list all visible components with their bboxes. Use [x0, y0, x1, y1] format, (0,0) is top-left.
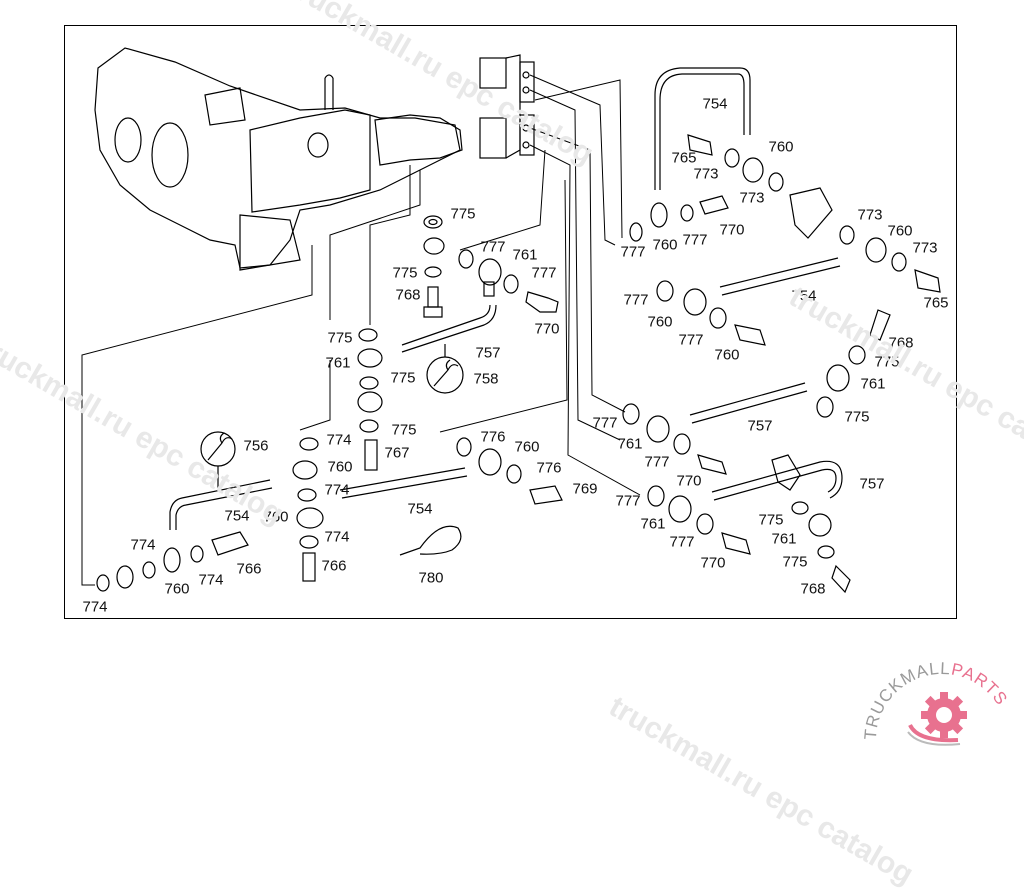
callout-754[interactable]: 754 — [702, 95, 728, 113]
callout-774[interactable]: 774 — [130, 536, 156, 554]
truckmall-parts-logo[interactable]: TRUCKMALLPARTS — [858, 650, 1024, 750]
callout-765[interactable]: 765 — [671, 149, 697, 167]
callout-774[interactable]: 774 — [198, 571, 224, 589]
callout-768[interactable]: 768 — [888, 334, 914, 352]
callout-760[interactable]: 760 — [327, 458, 353, 476]
callout-757[interactable]: 757 — [475, 344, 501, 362]
callout-760[interactable]: 760 — [887, 222, 913, 240]
callout-754[interactable]: 754 — [224, 507, 250, 525]
callout-776[interactable]: 776 — [536, 459, 562, 477]
callout-775[interactable]: 775 — [450, 205, 476, 223]
callout-770[interactable]: 770 — [700, 554, 726, 572]
callout-754[interactable]: 754 — [407, 500, 433, 518]
callout-774[interactable]: 774 — [82, 598, 108, 616]
callout-775[interactable]: 775 — [758, 511, 784, 529]
callout-760[interactable]: 760 — [514, 438, 540, 456]
callout-777[interactable]: 777 — [615, 492, 641, 510]
wrench-icon-756 — [200, 431, 236, 488]
callout-777[interactable]: 777 — [644, 453, 670, 471]
callout-770[interactable]: 770 — [676, 472, 702, 490]
callout-774[interactable]: 774 — [324, 528, 350, 546]
callout-760[interactable]: 760 — [263, 508, 289, 526]
callout-777[interactable]: 777 — [480, 238, 506, 256]
callout-766[interactable]: 766 — [321, 557, 347, 575]
fittings — [96, 134, 941, 594]
gear-logo-icon: TRUCKMALLPARTS — [861, 659, 1010, 746]
callout-757[interactable]: 757 — [859, 475, 885, 493]
callout-761[interactable]: 761 — [640, 515, 666, 533]
callout-775[interactable]: 775 — [874, 353, 900, 371]
callout-777[interactable]: 777 — [623, 291, 649, 309]
callout-768[interactable]: 768 — [800, 580, 826, 598]
callout-760[interactable]: 760 — [164, 580, 190, 598]
callout-777[interactable]: 777 — [669, 533, 695, 551]
callout-756[interactable]: 756 — [243, 437, 269, 455]
callout-773[interactable]: 773 — [693, 165, 719, 183]
callout-777[interactable]: 777 — [678, 331, 704, 349]
callout-774[interactable]: 774 — [324, 481, 350, 499]
callout-761[interactable]: 761 — [860, 375, 886, 393]
callout-768[interactable]: 768 — [395, 286, 421, 304]
callout-765[interactable]: 765 — [923, 294, 949, 312]
callout-777[interactable]: 777 — [531, 264, 557, 282]
callout-761[interactable]: 761 — [617, 435, 643, 453]
callout-773[interactable]: 773 — [739, 189, 765, 207]
wrench-icon-758 — [426, 344, 464, 394]
callout-775[interactable]: 775 — [390, 369, 416, 387]
callout-774[interactable]: 774 — [326, 431, 352, 449]
callout-760[interactable]: 760 — [652, 236, 678, 254]
callout-770[interactable]: 770 — [534, 320, 560, 338]
transmission-housing — [94, 47, 463, 271]
callout-766[interactable]: 766 — [236, 560, 262, 578]
callout-761[interactable]: 761 — [771, 530, 797, 548]
callout-761[interactable]: 761 — [325, 354, 351, 372]
callout-760[interactable]: 760 — [714, 346, 740, 364]
callout-770[interactable]: 770 — [719, 221, 745, 239]
callout-775[interactable]: 775 — [844, 408, 870, 426]
cable-tie-780 — [399, 525, 462, 556]
callout-775[interactable]: 775 — [392, 264, 418, 282]
leader-lines — [81, 74, 641, 586]
parts-diagram — [81, 47, 941, 594]
callout-773[interactable]: 773 — [912, 239, 938, 257]
callout-775[interactable]: 775 — [327, 329, 353, 347]
callout-777[interactable]: 777 — [620, 243, 646, 261]
callout-758[interactable]: 758 — [473, 370, 499, 388]
callout-760[interactable]: 760 — [647, 313, 673, 331]
callout-767[interactable]: 767 — [384, 444, 410, 462]
callout-777[interactable]: 777 — [682, 231, 708, 249]
valve-block — [479, 54, 535, 159]
callout-754[interactable]: 754 — [791, 287, 817, 305]
callout-776[interactable]: 776 — [480, 428, 506, 446]
callout-757[interactable]: 757 — [747, 417, 773, 435]
callout-773[interactable]: 773 — [857, 206, 883, 224]
callout-761[interactable]: 761 — [512, 246, 538, 264]
callout-780[interactable]: 780 — [418, 569, 444, 587]
callout-775[interactable]: 775 — [782, 553, 808, 571]
callout-760[interactable]: 760 — [768, 138, 794, 156]
callout-777[interactable]: 777 — [592, 414, 618, 432]
callout-769[interactable]: 769 — [572, 480, 598, 498]
callout-775[interactable]: 775 — [391, 421, 417, 439]
pipes — [169, 67, 843, 530]
